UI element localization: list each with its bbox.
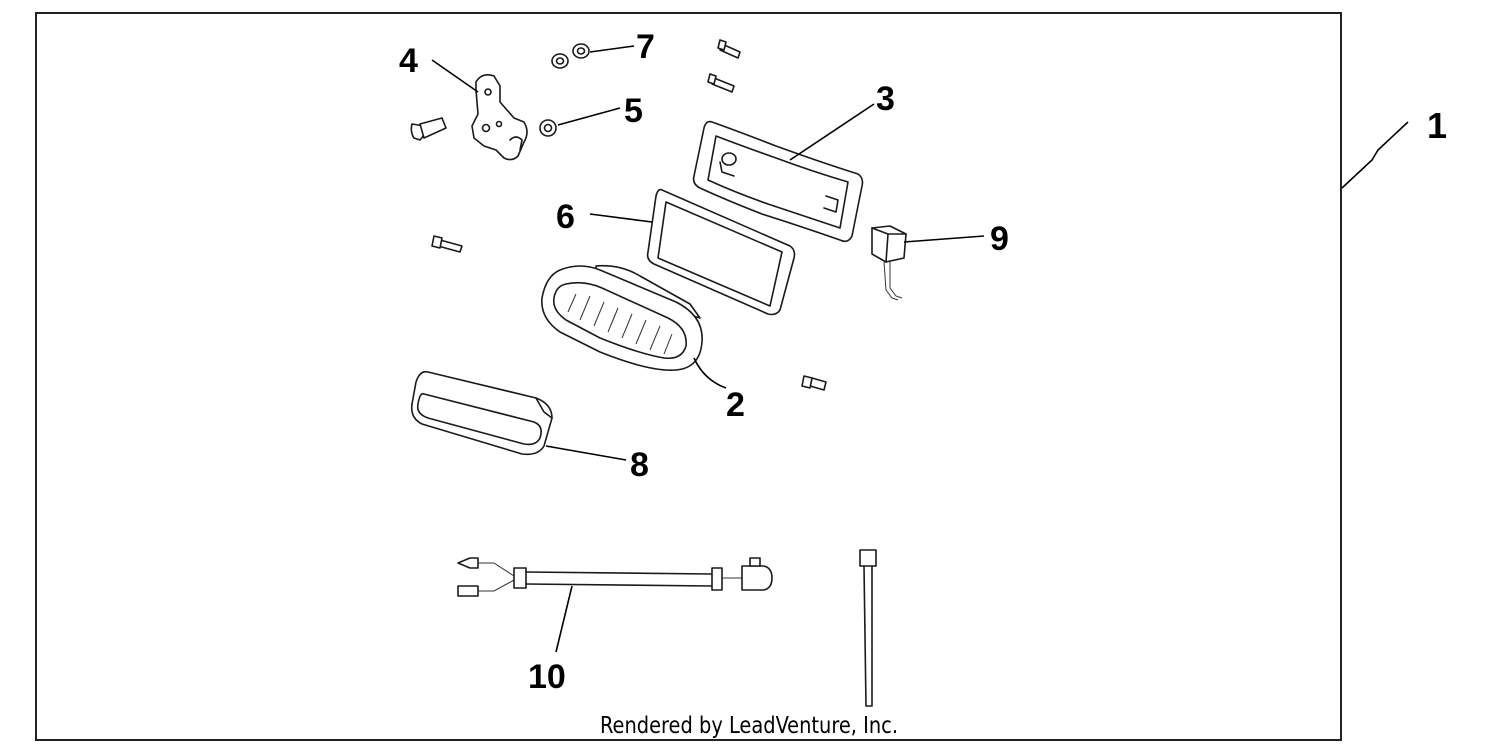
callout-3[interactable]: 3 (789, 80, 895, 161)
callout-3-label: 3 (876, 80, 895, 118)
screw-lower[interactable] (801, 375, 827, 391)
callout-2[interactable]: 2 (693, 357, 745, 424)
screw-top-1[interactable] (717, 39, 741, 59)
part-8-lens[interactable] (410, 370, 553, 456)
callout-7[interactable]: 7 (589, 28, 655, 66)
callout-10[interactable]: 10 (528, 585, 573, 696)
screw-left[interactable] (431, 235, 463, 253)
callout-1[interactable]: 1 (1341, 105, 1447, 189)
callout-9[interactable]: 9 (903, 220, 1009, 258)
screw-top-2[interactable] (707, 73, 735, 93)
part-10-harness[interactable] (457, 557, 773, 597)
callout-10-label: 10 (528, 658, 566, 696)
callout-6[interactable]: 6 (556, 198, 653, 236)
callout-5[interactable]: 5 (557, 92, 643, 130)
part-9-socket[interactable] (871, 225, 907, 301)
credit-text: Rendered by LeadVenture, Inc. (600, 713, 898, 739)
callout-4-label: 4 (399, 42, 418, 80)
part-3-plate[interactable] (692, 120, 864, 243)
callout-7-label: 7 (636, 28, 655, 66)
callout-1-label: 1 (1427, 105, 1447, 146)
part-4-bolt[interactable] (410, 117, 447, 141)
callout-8[interactable]: 8 (545, 445, 649, 484)
part-2-housing[interactable] (541, 264, 703, 371)
callout-9-label: 9 (990, 220, 1009, 258)
diagram-frame (35, 12, 1342, 741)
part-6-gasket[interactable] (646, 188, 796, 316)
part-4-bracket[interactable] (471, 74, 528, 161)
callout-5-label: 5 (624, 92, 643, 130)
cable-tie[interactable] (859, 549, 877, 707)
part-5-nut[interactable] (539, 119, 557, 137)
callout-4[interactable]: 4 (399, 42, 479, 93)
part-7-washers[interactable] (551, 43, 590, 69)
callout-2-label: 2 (726, 386, 745, 424)
callout-6-label: 6 (556, 198, 575, 236)
callout-8-label: 8 (630, 446, 649, 484)
